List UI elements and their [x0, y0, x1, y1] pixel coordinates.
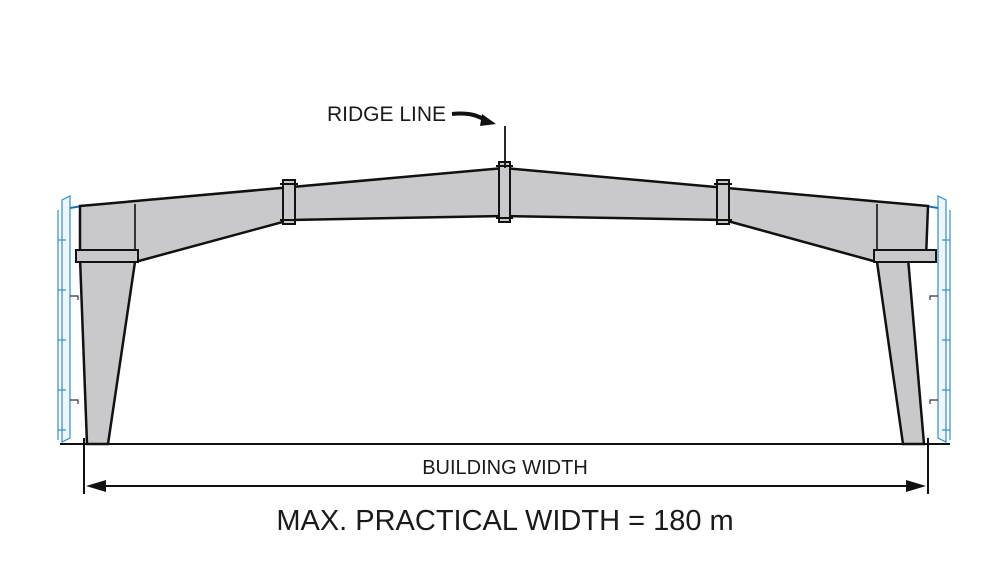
dimension-arrow-left — [86, 480, 106, 492]
ridge-arrow-head — [480, 114, 496, 126]
right-wall-cladding — [923, 195, 951, 443]
left-wall-cladding — [57, 195, 85, 443]
splice-right — [714, 179, 732, 225]
splice-left — [280, 179, 298, 225]
max-practical-width-label: MAX. PRACTICAL WIDTH = 180 m — [276, 505, 733, 537]
building-width-label: BUILDING WIDTH — [422, 457, 588, 479]
ridge-line-label: RIDGE LINE — [327, 103, 446, 126]
building-width-dimension — [60, 438, 950, 494]
dimension-arrow-right — [906, 480, 926, 492]
right-cap-plate — [873, 249, 937, 263]
left-cap-plate — [75, 249, 139, 263]
splice-ridge — [496, 161, 513, 223]
